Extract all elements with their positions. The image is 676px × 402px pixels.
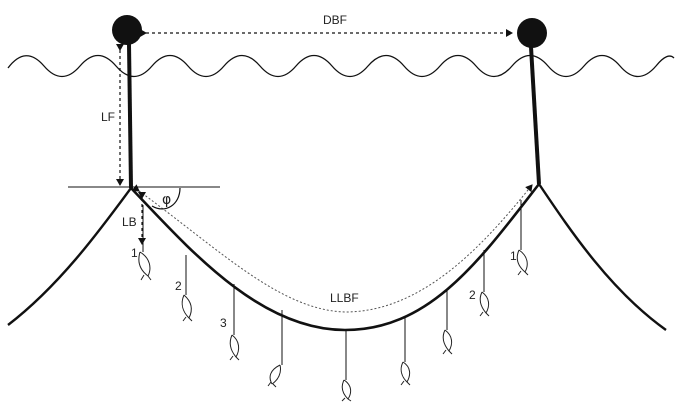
right-float-line (529, 46, 541, 185)
lb-label: LB (122, 215, 137, 229)
left-float (112, 15, 142, 45)
fish-icon (138, 251, 152, 281)
fish-icon (341, 379, 352, 402)
llbf-dotted-arc (131, 184, 533, 313)
left-outer-main-line (7, 187, 132, 326)
fish-icon (229, 334, 240, 361)
fish-group (138, 249, 529, 402)
hook-number-left-2: 2 (175, 279, 182, 293)
right-float (517, 18, 547, 48)
fish-icon (181, 294, 193, 322)
angle-label: φ (162, 192, 171, 208)
left-float-line (127, 43, 133, 189)
main-line-sag (130, 183, 541, 332)
branch-lines (142, 200, 522, 380)
right-outer-main-line (538, 183, 667, 331)
fish-icon (442, 329, 453, 355)
fish-icon (267, 364, 281, 388)
llbf-label: LLBF (330, 291, 359, 305)
angle-arc (151, 187, 181, 210)
fish-icon (516, 249, 529, 276)
hook-number-right-1: 1 (510, 249, 517, 263)
hook-number-left-3: 3 (220, 316, 227, 330)
lf-label: LF (101, 110, 115, 124)
hook-number-right-2: 2 (469, 288, 476, 302)
dbf-label: DBF (323, 13, 347, 27)
hook-number-left-1: 1 (131, 246, 138, 260)
sea-surface-wave (7, 54, 675, 78)
fish-icon (479, 291, 490, 317)
fish-icon (400, 361, 411, 386)
